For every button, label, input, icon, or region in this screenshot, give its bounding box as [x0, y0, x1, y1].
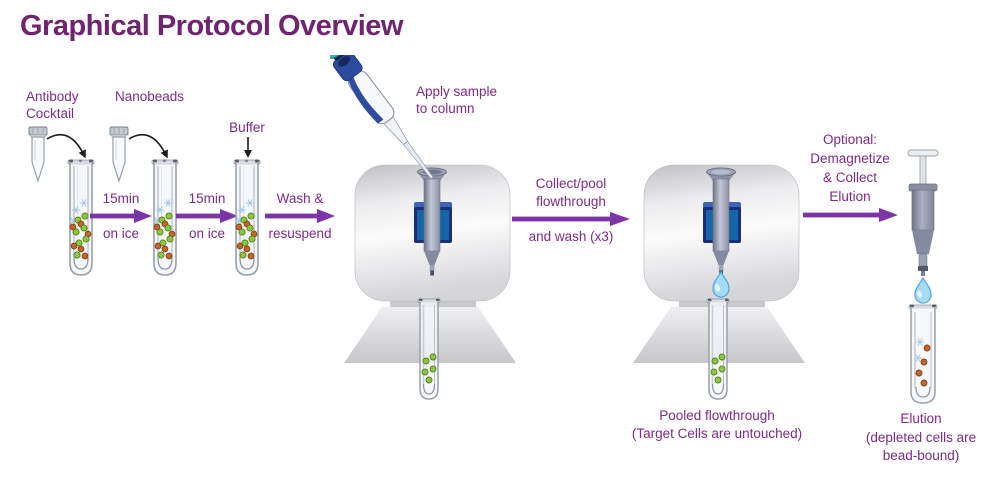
magnet-stand-icon — [633, 164, 805, 400]
collect-label-top: Collect/pool flowthrough — [535, 176, 607, 209]
pooled-flowthrough-caption: Pooled flowthrough (Target Cells are unt… — [631, 408, 803, 441]
collect-label-bottom: and wash (x3) — [528, 229, 614, 244]
incubation-cond-label: on ice — [102, 226, 140, 241]
apply-sample-label: Apply sample to column — [416, 84, 498, 116]
buffer-arrow-icon — [244, 137, 252, 158]
separation-column-icon — [706, 167, 736, 276]
cell-beads-icon — [153, 212, 176, 260]
buffer-label: Buffer — [229, 120, 265, 135]
elution-tube-icon — [908, 304, 938, 404]
incubation-time-label: 15min — [102, 191, 140, 206]
reaction-tube-icon — [67, 159, 95, 276]
wash-label-top: Wash & — [276, 191, 324, 206]
pipette-icon — [330, 55, 434, 180]
incubation-step-1: 15min on ice — [86, 190, 156, 242]
nanobead-cluster-icon — [235, 199, 254, 225]
nanobeads-label: Nanobeads — [115, 89, 185, 104]
elution-caption: Elution (depleted cells are bead-bound) — [865, 411, 977, 463]
nanobeads-vial-icon — [109, 126, 129, 183]
separation-column-icon — [417, 167, 447, 276]
transfer-arrow-icon — [46, 134, 86, 159]
step-arrow-icon — [512, 212, 630, 226]
collect-step: Collect/pool flowthrough and wash (x3) — [506, 175, 636, 245]
wash-step: Wash & resuspend — [256, 190, 344, 242]
incubation-step-2: 15min on ice — [172, 190, 242, 242]
wash-label-bottom: resuspend — [268, 226, 332, 241]
step-arrow-icon — [90, 209, 152, 223]
incubation-time-label: 15min — [188, 191, 226, 206]
flowthrough-tube-icon — [706, 298, 730, 400]
reaction-tube-icon — [151, 159, 179, 276]
droplet-icon — [712, 270, 730, 298]
step-arrow-icon — [265, 209, 335, 223]
reaction-tube-icon — [233, 159, 261, 276]
nanobead-cluster-icon — [69, 199, 88, 225]
optional-step: Optional: Demagnetize & Collect Elution — [794, 130, 906, 222]
page-title: Graphical Protocol Overview — [20, 10, 403, 42]
antibody-cocktail-label: Antibody Cocktail — [26, 89, 79, 121]
transfer-arrow-icon — [128, 134, 168, 159]
elution-column-icon — [907, 149, 939, 404]
incubation-cond-label: on ice — [188, 226, 226, 241]
step-arrow-icon — [176, 209, 238, 223]
nanobead-cluster-icon — [153, 199, 172, 225]
optional-label: Optional: Demagnetize & Collect Elution — [810, 132, 890, 204]
plunger-icon — [907, 149, 939, 187]
step-arrow-icon — [802, 208, 898, 222]
nanobead-cluster-icon — [914, 338, 924, 362]
flowthrough-tube-icon — [417, 298, 441, 400]
antibody-vial-icon — [28, 126, 48, 183]
magnet-stand-icon — [330, 55, 516, 400]
droplet-icon — [914, 276, 932, 304]
cell-beads-icon — [235, 212, 258, 260]
cell-beads-icon — [69, 212, 92, 260]
